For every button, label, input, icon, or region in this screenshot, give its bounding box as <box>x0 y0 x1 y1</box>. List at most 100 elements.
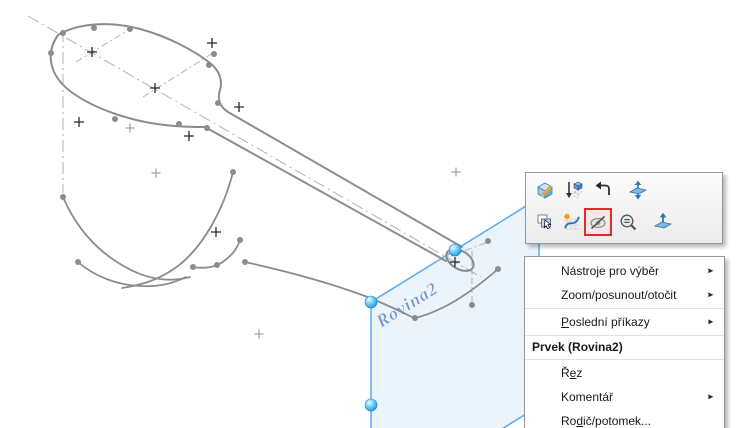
hide-eye-slash-icon <box>590 215 606 230</box>
spline-point[interactable] <box>211 51 217 57</box>
normal-to-button[interactable] <box>651 210 675 234</box>
bowl-cross-axis-2 <box>142 52 214 98</box>
spline-point[interactable] <box>237 237 243 243</box>
menu-item-label: Komentář <box>561 390 614 404</box>
submenu-arrow-icon: ▶ <box>708 267 714 275</box>
spline-point[interactable] <box>215 100 221 106</box>
plus-mark <box>151 168 161 178</box>
submenu-arrow-icon: ▶ <box>708 291 714 299</box>
bowl-bottom-edge[interactable] <box>49 34 206 128</box>
plane-resize-handles[interactable] <box>364 243 462 412</box>
spline-point[interactable] <box>91 25 97 31</box>
context-menu: Nástroje pro výběr ▶ Zoom/posunout/otočit ▶… <box>524 256 725 428</box>
context-toolbar <box>525 172 723 244</box>
spline-point[interactable] <box>469 302 475 308</box>
handle-tip-cap[interactable] <box>443 245 478 276</box>
menu-item-zoom-posunout-otocit[interactable]: Zoom/posunout/otočit ▶ <box>525 283 724 307</box>
menu-item-label: Nástroje pro výběr <box>561 264 660 278</box>
select-other-icon <box>537 214 552 230</box>
spline-point[interactable] <box>112 116 118 122</box>
spline-point[interactable] <box>75 259 81 265</box>
plus-mark <box>87 47 97 57</box>
handle-top-edge[interactable] <box>217 89 463 248</box>
menu-item-label: Poslední příkazy <box>561 315 650 329</box>
plus-mark <box>150 83 160 93</box>
menu-separator <box>525 359 724 360</box>
plus-mark <box>450 257 460 267</box>
plus-mark <box>234 102 244 112</box>
menu-separator <box>525 335 724 336</box>
spoon-axis-centerline <box>27 15 482 278</box>
plus-mark <box>254 329 264 339</box>
sketch-plus-marks <box>74 38 460 267</box>
flip-normal-button[interactable] <box>626 178 650 202</box>
edit-feature-icon <box>537 182 553 199</box>
spline-point[interactable] <box>485 238 491 244</box>
spline-point[interactable] <box>190 264 196 270</box>
menu-item-komentar[interactable]: Komentář ▶ <box>525 385 724 409</box>
profile-spline-6[interactable] <box>414 268 499 319</box>
bowl-top-edge[interactable] <box>57 23 222 91</box>
menu-item-rez[interactable]: Řez <box>525 361 724 385</box>
plane-handle-top[interactable] <box>448 243 462 257</box>
plus-mark <box>74 117 84 127</box>
profile-spline-1[interactable] <box>62 196 191 281</box>
profile-spline-3[interactable] <box>121 171 234 289</box>
select-other-button[interactable] <box>533 210 557 234</box>
menu-item-label: Zoom/posunout/otočit <box>561 288 677 302</box>
spoon-sketch-curves[interactable] <box>49 23 499 319</box>
tip-cross-axis <box>436 241 489 262</box>
zoom-to-selection-button[interactable] <box>616 210 640 234</box>
sketch-plus-marks-light <box>125 123 461 339</box>
menu-separator <box>525 308 724 309</box>
spline-point[interactable] <box>127 26 133 32</box>
plus-mark <box>451 167 461 177</box>
spline-point[interactable] <box>242 259 248 265</box>
plane-handle-corner[interactable] <box>364 295 378 309</box>
menu-header-prvek: Prvek (Rovina2) <box>525 337 724 358</box>
undo-arrow-icon <box>595 181 610 195</box>
context-menu-items: Nástroje pro výběr ▶ Zoom/posunout/otočit ▶… <box>525 259 724 428</box>
hide-button[interactable] <box>586 210 610 234</box>
spline-point[interactable] <box>412 315 418 321</box>
sketch-icon <box>564 213 580 230</box>
menu-item-label: Řez <box>561 366 583 380</box>
spline-point[interactable] <box>214 262 220 268</box>
normal-to-icon <box>653 212 673 229</box>
undo-button[interactable] <box>591 178 615 202</box>
sketch-button[interactable] <box>560 210 584 234</box>
plus-mark <box>125 123 135 133</box>
menu-item-rodic-potomek[interactable]: Rodič/potomek... <box>525 409 724 428</box>
profile-spline-5[interactable] <box>244 261 413 318</box>
spline-point[interactable] <box>495 266 501 272</box>
flip-normal-icon <box>628 180 648 200</box>
profile-spline-4[interactable] <box>192 239 241 269</box>
sketch-points[interactable] <box>48 25 501 321</box>
rollback-button[interactable] <box>563 178 587 202</box>
magnifier-icon <box>620 214 637 231</box>
spline-point[interactable] <box>230 169 236 175</box>
spline-point[interactable] <box>48 50 54 56</box>
spline-point[interactable] <box>204 125 210 131</box>
submenu-arrow-icon: ▶ <box>708 393 714 401</box>
menu-item-posledni-prikazy[interactable]: Poslední příkazy▶ <box>525 310 724 334</box>
plus-mark <box>207 38 217 48</box>
plus-mark <box>184 131 194 141</box>
profile-spline-2[interactable] <box>77 261 187 288</box>
spline-point[interactable] <box>60 30 66 36</box>
centerlines <box>27 15 489 303</box>
plus-mark <box>211 227 221 237</box>
spline-point[interactable] <box>60 194 66 200</box>
plane-handle-left[interactable] <box>364 398 378 412</box>
menu-item-label: Rodič/potomek... <box>561 414 652 428</box>
rollback-icon <box>566 181 583 199</box>
spline-point[interactable] <box>206 62 212 68</box>
menu-item-label: Prvek (Rovina2) <box>532 340 623 354</box>
spline-point[interactable] <box>176 121 182 127</box>
menu-item-nastroje-pro-vyber[interactable]: Nástroje pro výběr ▶ <box>525 259 724 283</box>
handle-bottom-edge[interactable] <box>204 126 447 262</box>
edit-feature-button[interactable] <box>533 178 557 202</box>
bowl-cross-axis-1 <box>75 28 131 63</box>
